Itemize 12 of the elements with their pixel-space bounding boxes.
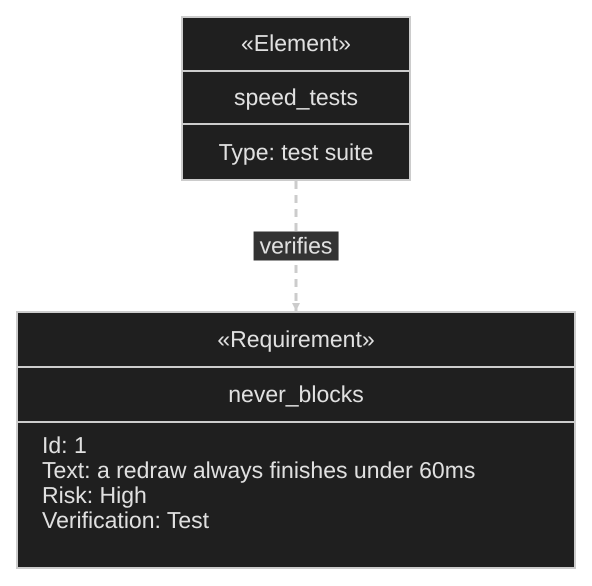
attribute-text: Risk: High [42, 483, 148, 508]
uml-class-box [181, 16, 411, 181]
attribute-text: Text: a redraw always finishes under 60ms [42, 458, 476, 483]
stereotype-label: «Requirement» [217, 326, 375, 353]
attribute-text: Type: test suite [218, 138, 374, 166]
class-name: speed_tests [234, 84, 358, 112]
attribute-text: Verification: Test [42, 508, 210, 533]
edge-label: verifies [254, 232, 338, 260]
uml-class-box [16, 311, 576, 569]
class-name: never_blocks [228, 381, 364, 408]
attribute-text: Id: 1 [42, 433, 88, 458]
stereotype-label: «Element» [241, 30, 351, 58]
